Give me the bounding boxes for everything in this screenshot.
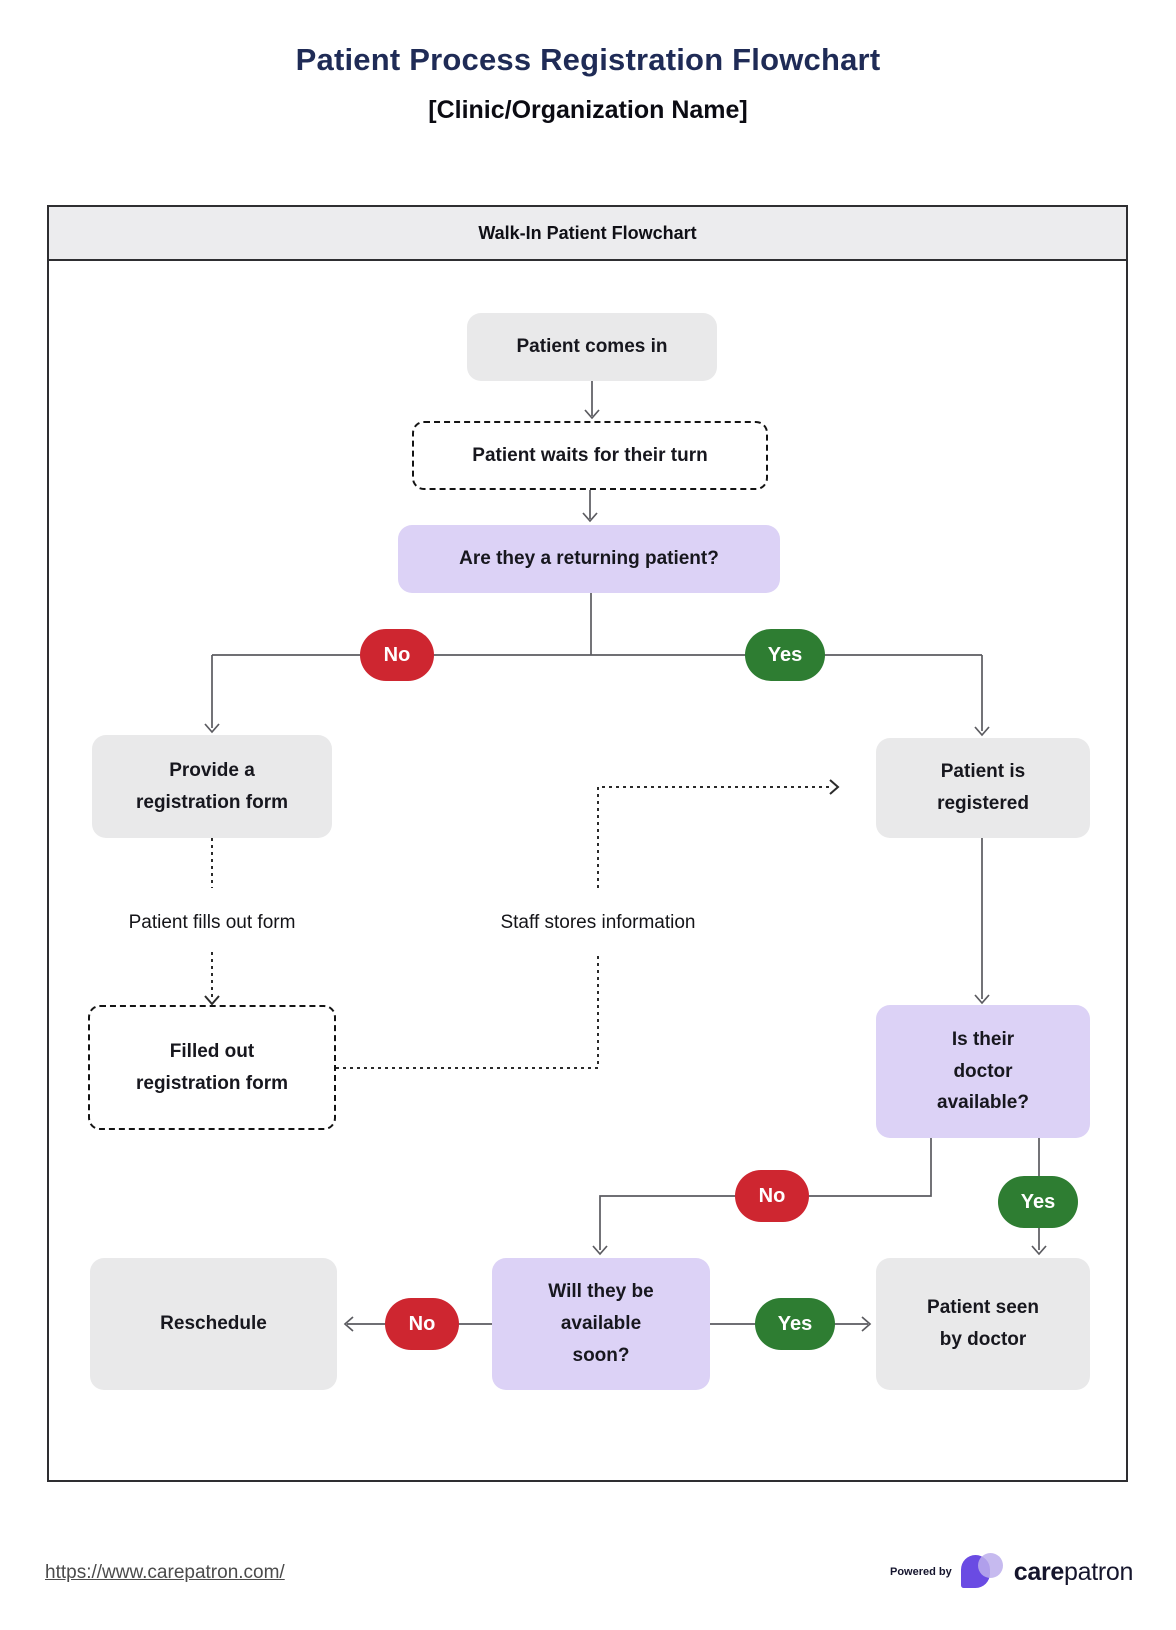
label-patient-fills-form: Patient fills out form <box>62 912 362 934</box>
edge-registered-to-doctoravailable <box>974 838 990 1005</box>
logo-circle-shape <box>977 1553 1003 1578</box>
node-patient-comes-in: Patient comes in <box>467 313 717 381</box>
edge-staff-to-registered <box>597 786 832 888</box>
node-is-doctor-available: Is their doctor available? <box>876 1005 1090 1138</box>
edge-no-to-provideform <box>204 655 220 734</box>
pill-top-no: No <box>360 629 434 681</box>
node-returning-patient: Are they a returning patient? <box>398 525 780 593</box>
pill-mid-no: No <box>735 1170 809 1222</box>
carepatron-link[interactable]: https://www.carepatron.com/ <box>45 1562 285 1583</box>
node-provide-form: Provide a registration form <box>92 735 332 838</box>
edge-waits-to-decision <box>582 490 598 523</box>
powered-by-brand: Powered by carepatron <box>890 1549 1133 1595</box>
label-staff-stores-information: Staff stores information <box>448 912 748 934</box>
edge-yes-to-registered <box>974 655 990 737</box>
wordmark-patron: patron <box>1064 1557 1134 1586</box>
node-patient-seen: Patient seen by doctor <box>876 1258 1090 1390</box>
arrowhead-filledform <box>204 995 220 1006</box>
node-filled-form: Filled out registration form <box>88 1005 336 1130</box>
pill-top-yes: Yes <box>745 629 825 681</box>
node-patient-waits: Patient waits for their turn <box>412 421 768 490</box>
pill-bottom-no: No <box>385 1298 459 1350</box>
page-title: Patient Process Registration Flowchart <box>295 42 881 77</box>
page-subtitle: [Clinic/Organization Name] <box>428 96 748 124</box>
pill-bottom-yes: Yes <box>755 1298 835 1350</box>
carepatron-logo-icon <box>960 1552 1005 1592</box>
carepatron-wordmark: carepatron <box>1013 1557 1134 1587</box>
node-reschedule: Reschedule <box>90 1258 337 1390</box>
powered-by-text: Powered by <box>890 1566 952 1578</box>
pill-mid-yes: Yes <box>998 1176 1078 1228</box>
wordmark-care: care <box>1013 1557 1065 1586</box>
edge-filledform-to-staff <box>336 952 599 1069</box>
edge-comesin-to-waits <box>584 381 600 420</box>
panel-header: Walk-In Patient Flowchart <box>49 207 1126 261</box>
node-patient-registered: Patient is registered <box>876 738 1090 838</box>
arrowhead-staff-registered <box>829 779 840 795</box>
node-will-available-soon: Will they be available soon? <box>492 1258 710 1390</box>
